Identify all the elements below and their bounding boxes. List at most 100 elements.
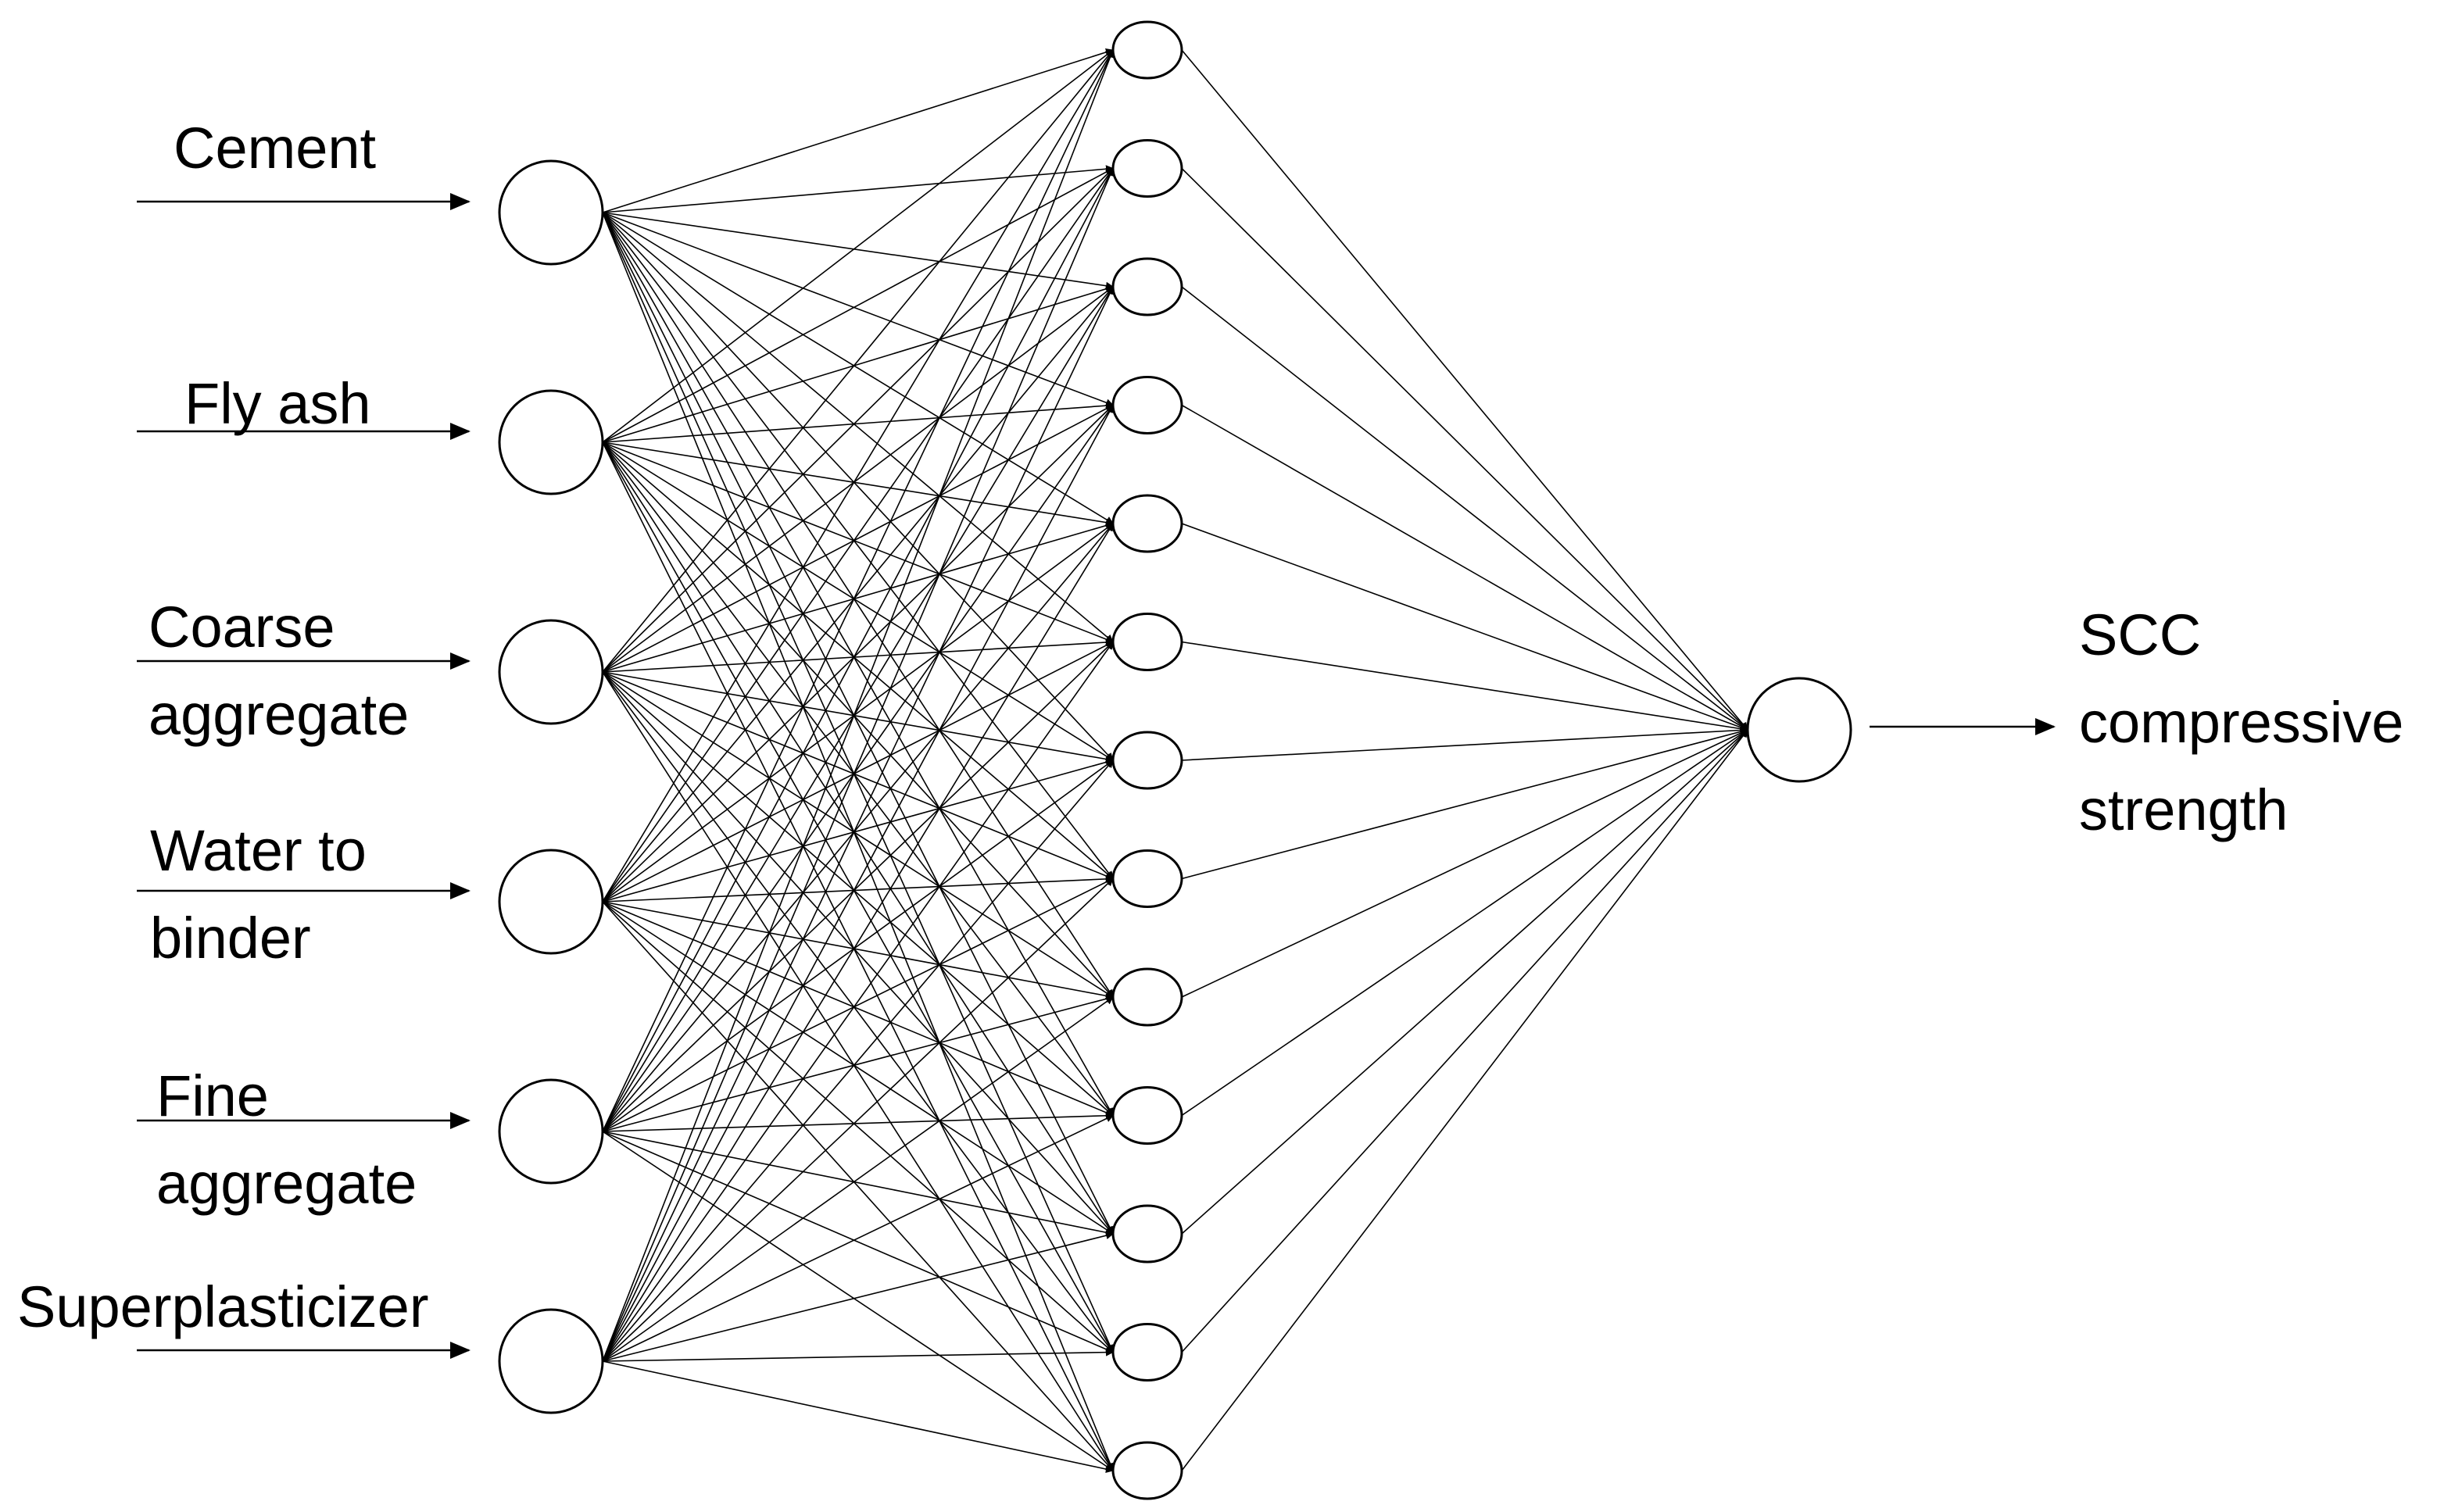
output-label-line: compressive bbox=[2079, 690, 2403, 755]
connection-input-hidden bbox=[602, 760, 1114, 1132]
connection-hidden-output bbox=[1181, 641, 1748, 733]
hidden-neuron bbox=[1111, 1204, 1183, 1264]
connection-input-hidden bbox=[602, 878, 1114, 1132]
connection-input-hidden bbox=[602, 901, 1114, 1471]
connection-input-hidden bbox=[602, 286, 1114, 903]
connection-input-hidden bbox=[602, 1348, 1114, 1362]
connection-input-hidden bbox=[602, 167, 1115, 1362]
connection-input-hidden bbox=[602, 441, 1114, 1235]
connection-input-hidden bbox=[602, 165, 1114, 213]
connection-input-hidden bbox=[602, 212, 1115, 1471]
connection-input-hidden bbox=[602, 641, 1114, 1362]
connection-input-hidden bbox=[602, 1231, 1114, 1362]
connection-input-hidden bbox=[602, 1131, 1114, 1353]
connection-input-hidden bbox=[602, 671, 1114, 1235]
input-label-line: aggregate bbox=[156, 1151, 417, 1216]
connection-input-hidden bbox=[602, 441, 1114, 761]
connection-input-hidden bbox=[602, 441, 1114, 643]
connection-input-hidden bbox=[602, 404, 1114, 1132]
input-label-fly-ash: Fly ash bbox=[184, 371, 371, 436]
connection-input-hidden bbox=[602, 286, 1114, 1132]
connection-input-hidden bbox=[602, 1111, 1114, 1132]
connection-input-hidden bbox=[602, 167, 1114, 1132]
input-neuron bbox=[498, 389, 604, 495]
hidden-neuron bbox=[1111, 1323, 1183, 1382]
connection-hidden-output bbox=[1181, 727, 1748, 880]
connection-input-hidden bbox=[602, 404, 1114, 673]
connection-input-hidden bbox=[602, 671, 1114, 880]
connection-input-hidden bbox=[602, 402, 1114, 443]
hidden-neuron bbox=[1111, 967, 1183, 1027]
connection-input-hidden bbox=[602, 441, 1114, 1117]
connection-input-hidden bbox=[602, 523, 1114, 903]
input-label-line: aggregate bbox=[149, 682, 409, 747]
input-arrows bbox=[137, 193, 471, 1359]
input-neuron bbox=[498, 159, 604, 266]
connection-input-hidden bbox=[602, 1131, 1114, 1237]
connection-lines bbox=[602, 48, 1748, 1474]
connection-input-hidden bbox=[602, 404, 1114, 1362]
connection-input-hidden bbox=[602, 760, 1114, 1362]
neurons bbox=[498, 20, 1852, 1500]
connection-hidden-output bbox=[1181, 523, 1748, 731]
connection-input-hidden bbox=[602, 441, 1114, 1471]
input-label-cement: Cement bbox=[174, 116, 377, 181]
hidden-neuron bbox=[1111, 1086, 1183, 1145]
connection-hidden-output bbox=[1181, 286, 1748, 731]
connection-input-hidden bbox=[602, 284, 1114, 443]
connection-input-hidden bbox=[602, 901, 1114, 1117]
connection-input-hidden bbox=[602, 167, 1114, 443]
input-neuron bbox=[498, 1308, 604, 1414]
connection-input-hidden bbox=[602, 521, 1114, 673]
hidden-neuron bbox=[1111, 376, 1183, 434]
connection-input-hidden bbox=[602, 167, 1114, 903]
connection-hidden-output bbox=[1181, 729, 1748, 998]
connection-hidden-output bbox=[1181, 729, 1748, 1353]
hidden-neuron bbox=[1111, 1441, 1183, 1500]
input-label-coarse-aggregate: Coarse aggregate bbox=[149, 595, 409, 747]
connection-input-hidden bbox=[602, 212, 1114, 406]
connection-input-hidden bbox=[602, 441, 1114, 998]
connection-input-hidden bbox=[602, 671, 1114, 998]
output-label-line: strength bbox=[2079, 777, 2288, 842]
connection-input-hidden bbox=[602, 874, 1114, 903]
input-label-superplasticizer: Superplasticizer bbox=[17, 1274, 428, 1339]
input-neuron bbox=[498, 619, 604, 725]
connection-input-hidden bbox=[602, 901, 1114, 1353]
hidden-neuron bbox=[1111, 613, 1183, 671]
hidden-neuron bbox=[1111, 731, 1183, 790]
input-label-line: Water to bbox=[150, 818, 367, 883]
connection-input-hidden bbox=[602, 671, 1114, 1353]
hidden-neuron bbox=[1111, 139, 1183, 198]
connection-hidden-output bbox=[1181, 729, 1748, 1471]
connection-input-hidden bbox=[602, 671, 1114, 1471]
connection-input-hidden bbox=[602, 638, 1114, 673]
connection-input-hidden bbox=[602, 286, 1114, 1362]
connection-input-hidden bbox=[602, 49, 1114, 673]
output-label-line: SCC bbox=[2079, 602, 2201, 667]
connection-input-hidden bbox=[602, 523, 1114, 1362]
connection-input-hidden bbox=[602, 901, 1114, 1235]
connection-hidden-output bbox=[1181, 729, 1748, 1117]
connection-input-hidden bbox=[602, 671, 1114, 1117]
connection-input-hidden bbox=[602, 641, 1114, 903]
connection-hidden-output bbox=[1181, 404, 1748, 731]
connection-input-hidden bbox=[602, 212, 1114, 524]
connection-input-hidden bbox=[602, 49, 1114, 903]
connection-input-hidden bbox=[602, 901, 1114, 1000]
connection-input-hidden bbox=[602, 48, 1114, 213]
input-neuron bbox=[498, 1078, 604, 1185]
hidden-neuron bbox=[1111, 494, 1183, 553]
output-label: SCC compressive strength bbox=[2079, 602, 2403, 842]
connection-input-hidden bbox=[602, 212, 1114, 643]
connection-input-hidden bbox=[602, 212, 1114, 1235]
connection-input-hidden bbox=[602, 441, 1114, 1353]
connection-input-hidden bbox=[602, 641, 1114, 1132]
input-label-fine-aggregate: Fine aggregate bbox=[156, 1063, 417, 1216]
connection-input-hidden bbox=[602, 286, 1114, 673]
connection-input-hidden bbox=[602, 212, 1114, 761]
input-neuron bbox=[498, 849, 604, 955]
connection-input-hidden bbox=[602, 441, 1114, 880]
connection-input-hidden bbox=[602, 212, 1114, 1353]
input-label-line: Coarse bbox=[149, 595, 335, 659]
